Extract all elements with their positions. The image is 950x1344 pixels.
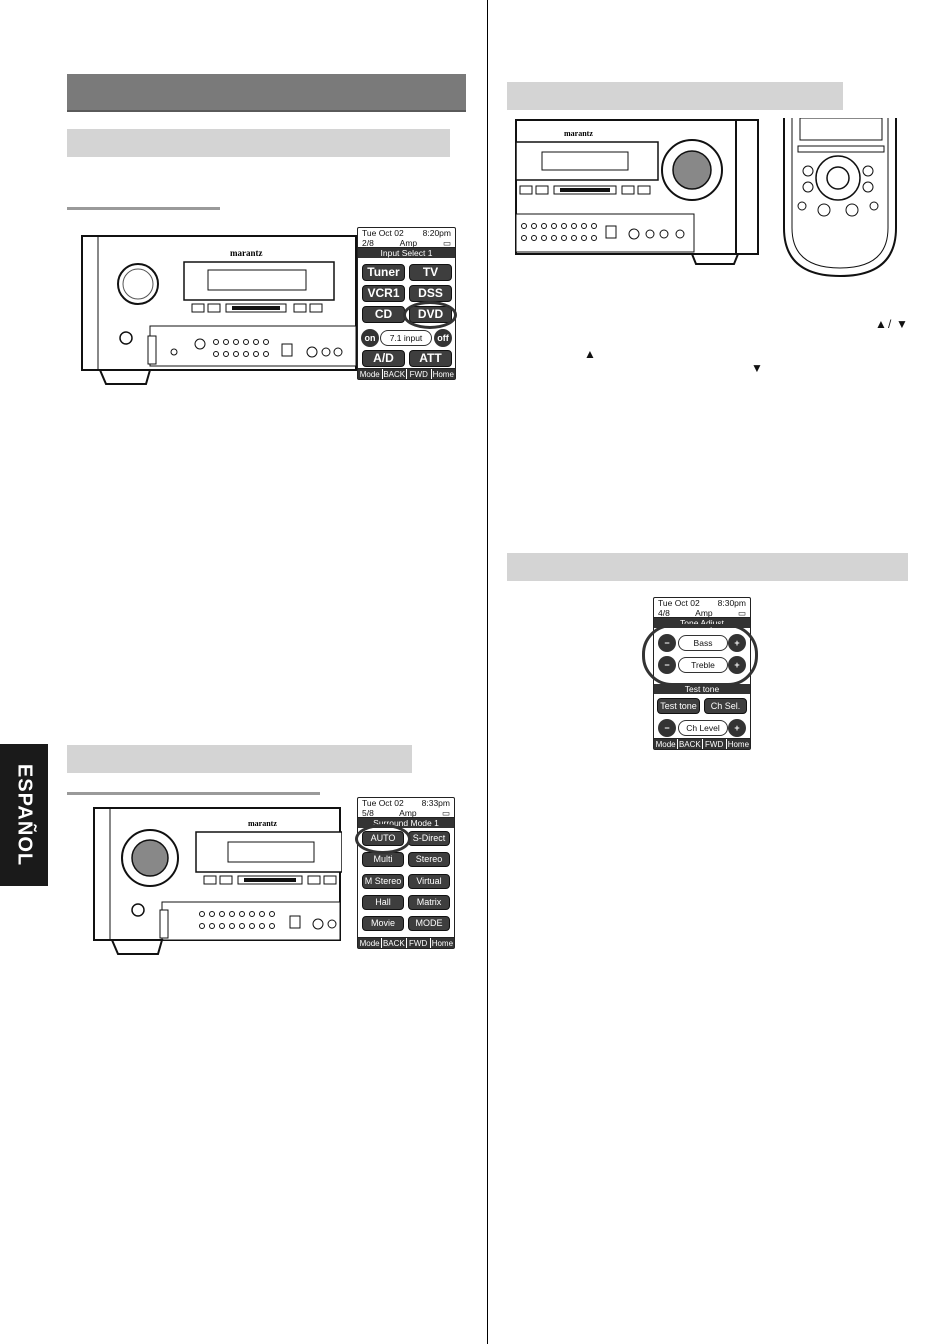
- vcr1-button[interactable]: VCR1: [362, 285, 405, 302]
- lcd-footer: Mode BACK FWD Home: [358, 368, 455, 379]
- ch-level-plus-button[interactable]: +: [728, 719, 746, 737]
- battery-icon: ▭: [442, 238, 451, 248]
- down-arrow-icon: ▼: [896, 317, 908, 331]
- tuner-button[interactable]: Tuner: [362, 264, 405, 281]
- stereo-button[interactable]: Stereo: [408, 852, 450, 867]
- up-arrow-icon-2: ▲: [584, 347, 596, 361]
- lcd-footer: Mode BACK FWD Home: [358, 937, 454, 948]
- mode-softkey[interactable]: Mode: [358, 938, 383, 948]
- bass-minus-button[interactable]: −: [658, 634, 676, 652]
- home-softkey[interactable]: Home: [430, 938, 454, 948]
- receiver-surround-illustration: marantz: [93, 807, 342, 955]
- multi-button[interactable]: Multi: [362, 852, 404, 867]
- receiver-front-panel-illustration: marantz: [81, 235, 357, 385]
- ch-level-label: Ch Level: [678, 720, 728, 736]
- mode-softkey[interactable]: Mode: [654, 739, 679, 749]
- dss-button[interactable]: DSS: [409, 285, 452, 302]
- cd-button[interactable]: CD: [362, 306, 405, 323]
- ch-level-minus-button[interactable]: −: [658, 719, 676, 737]
- back-softkey[interactable]: BACK: [382, 369, 407, 379]
- mode-button[interactable]: MODE: [408, 916, 450, 931]
- tv-button[interactable]: TV: [409, 264, 452, 281]
- bass-label: Bass: [678, 635, 728, 651]
- fwd-softkey[interactable]: FWD: [406, 938, 431, 948]
- treble-minus-button[interactable]: −: [658, 656, 676, 674]
- test-tone-button[interactable]: Test tone: [657, 698, 700, 714]
- subsection-rule: [67, 207, 220, 210]
- back-softkey[interactable]: BACK: [382, 938, 407, 948]
- virtual-button[interactable]: Virtual: [408, 874, 450, 889]
- remote-control-illustration: [783, 118, 897, 278]
- bass-plus-button[interactable]: +: [728, 634, 746, 652]
- lcd-footer: Mode BACK FWD Home: [654, 738, 750, 749]
- s-direct-button[interactable]: S-Direct: [408, 831, 450, 846]
- input-7-1-label: 7.1 input: [380, 330, 432, 346]
- receiver-brand: marantz: [230, 248, 263, 258]
- input-on-button[interactable]: on: [361, 329, 379, 347]
- mode-softkey[interactable]: Mode: [358, 369, 383, 379]
- dvd-button[interactable]: DVD: [409, 306, 452, 323]
- receiver-brand-3: marantz: [248, 819, 277, 828]
- section-header-tone: [507, 553, 908, 581]
- movie-button[interactable]: Movie: [362, 916, 404, 931]
- treble-label: Treble: [678, 657, 728, 673]
- subsection-rule-surround: [67, 792, 320, 795]
- fwd-softkey[interactable]: FWD: [407, 369, 432, 379]
- ad-button[interactable]: A/D: [362, 350, 405, 367]
- battery-icon: ▭: [737, 608, 746, 618]
- hall-button[interactable]: Hall: [362, 895, 404, 910]
- screen-title: Surround Mode 1: [358, 818, 454, 828]
- slash-separator: /: [888, 317, 892, 331]
- up-arrow-icon: ▲: [875, 317, 887, 331]
- section-header-input: [67, 129, 450, 157]
- treble-plus-button[interactable]: +: [728, 656, 746, 674]
- receiver-volume-illustration: marantz: [515, 119, 759, 265]
- matrix-button[interactable]: Matrix: [408, 895, 450, 910]
- section-header-main: [67, 74, 466, 112]
- m-stereo-button[interactable]: M Stereo: [362, 874, 404, 889]
- ch-sel-button[interactable]: Ch Sel.: [704, 698, 747, 714]
- fwd-softkey[interactable]: FWD: [702, 739, 727, 749]
- receiver-brand-2: marantz: [564, 129, 593, 138]
- battery-icon: ▭: [441, 808, 450, 818]
- auto-button[interactable]: AUTO: [362, 831, 404, 846]
- language-tab-label: ESPAÑOL: [13, 763, 36, 867]
- screen-title: Tone Adjust: [654, 618, 750, 628]
- test-tone-section-band: Test tone: [654, 684, 750, 694]
- section-header-surround: [67, 745, 412, 773]
- down-arrow-icon-2: ▼: [751, 361, 763, 375]
- language-tab: ESPAÑOL: [0, 744, 48, 886]
- att-button[interactable]: ATT: [409, 350, 452, 367]
- input-off-button[interactable]: off: [434, 329, 452, 347]
- home-softkey[interactable]: Home: [726, 739, 750, 749]
- column-divider: [487, 0, 488, 1344]
- section-header-volume: [507, 82, 843, 110]
- screen-title: Input Select 1: [358, 248, 455, 258]
- back-softkey[interactable]: BACK: [678, 739, 703, 749]
- home-softkey[interactable]: Home: [431, 369, 455, 379]
